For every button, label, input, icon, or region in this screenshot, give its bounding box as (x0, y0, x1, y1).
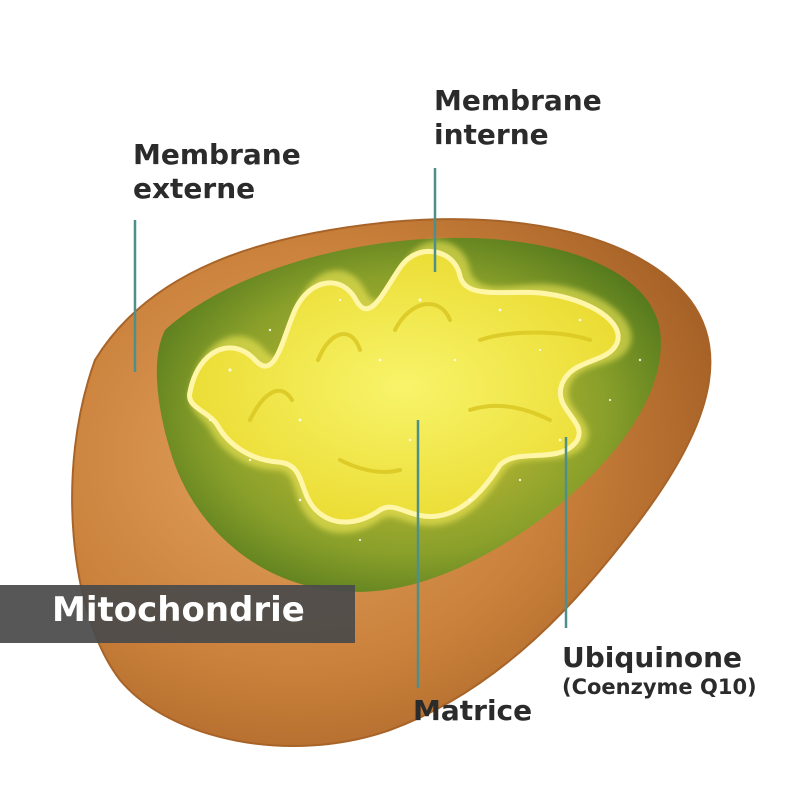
label-outer-membrane-line1: Membrane (133, 138, 301, 171)
label-ubiquinone: Ubiquinone (Coenzyme Q10) (562, 641, 757, 701)
cristae-shape (187, 248, 621, 525)
label-inner-membrane-line2: interne (434, 118, 549, 152)
label-outer-membrane: Membrane externe (133, 138, 301, 206)
label-inner-membrane: Membrane interne (434, 84, 602, 152)
label-inner-membrane-line1: Membrane (434, 84, 602, 117)
particles (208, 298, 642, 542)
label-outer-membrane-line2: externe (133, 172, 256, 206)
label-matrix: Matrice (413, 694, 533, 727)
diagram-title: Mitochondrie (52, 590, 305, 630)
leader-lines (133, 168, 568, 688)
label-ubiquinone-sub: (Coenzyme Q10) (562, 675, 757, 700)
label-ubiquinone-main: Ubiquinone (562, 641, 743, 674)
cristae-folds (248, 302, 592, 474)
title-banner (0, 585, 355, 643)
